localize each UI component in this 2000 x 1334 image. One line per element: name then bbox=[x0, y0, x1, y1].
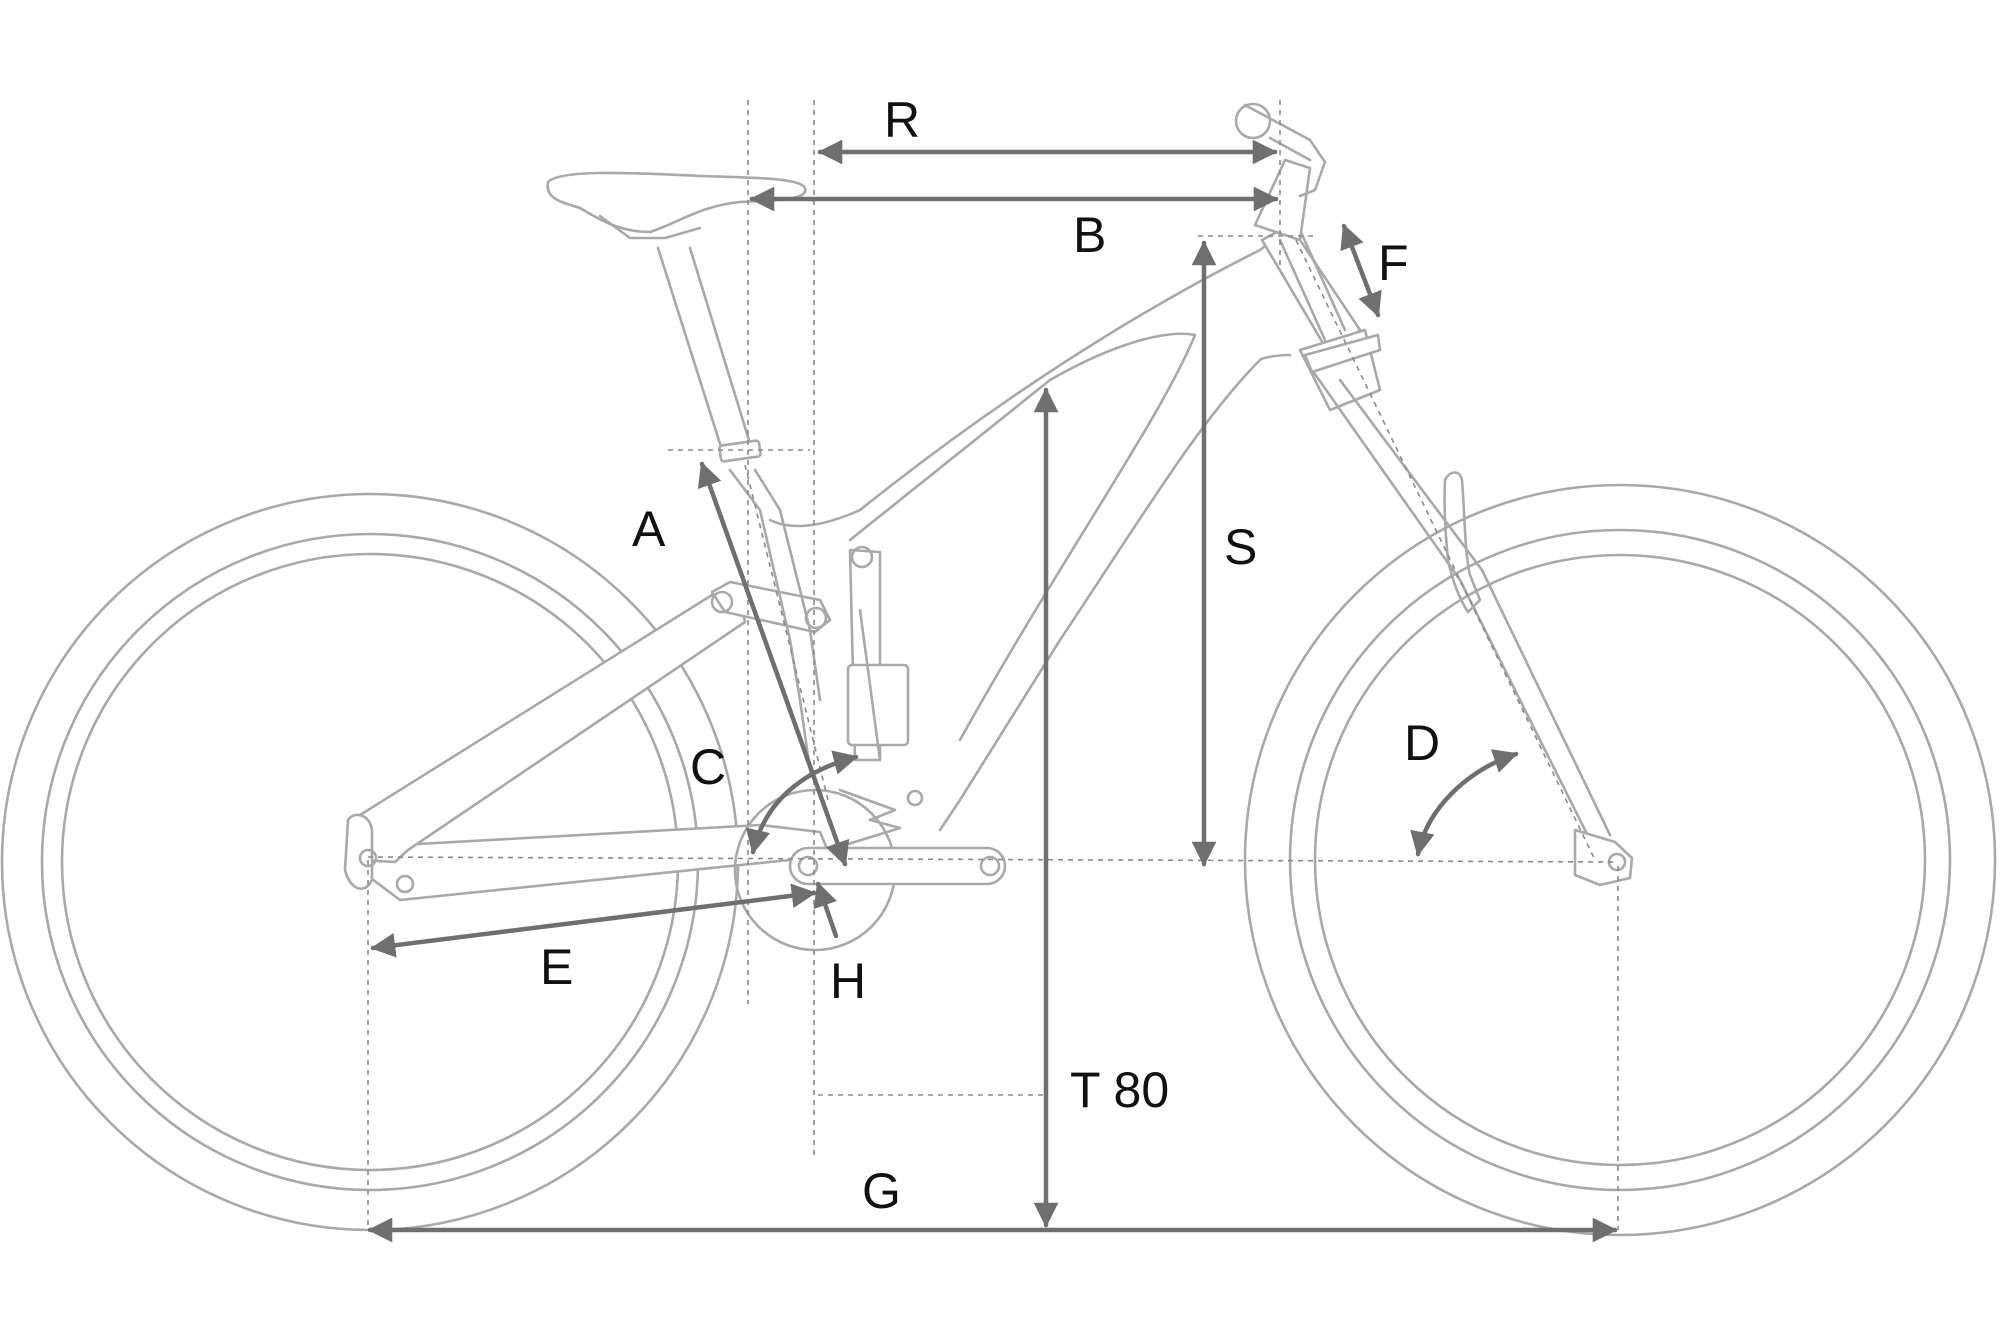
label-A: A bbox=[632, 501, 666, 557]
top-tube bbox=[768, 236, 1277, 528]
seatstay bbox=[350, 588, 747, 864]
handlebar bbox=[1243, 103, 1327, 198]
label-E: E bbox=[540, 939, 573, 995]
label-R: R bbox=[884, 92, 920, 148]
label-F: F bbox=[1378, 235, 1409, 291]
brake-caliper bbox=[1443, 471, 1482, 614]
dim-arrow-H bbox=[813, 881, 839, 939]
seatpost-clamp bbox=[718, 439, 762, 463]
shock-body bbox=[846, 663, 910, 747]
crank-arm bbox=[788, 846, 1007, 886]
dimension-labels: R B F S A C D E H T 80 G bbox=[540, 92, 1440, 1219]
label-S: S bbox=[1224, 519, 1257, 575]
label-B: B bbox=[1073, 207, 1106, 263]
label-D: D bbox=[1404, 715, 1440, 771]
label-T: T 80 bbox=[1070, 1062, 1169, 1118]
dim-arrow-C bbox=[745, 750, 859, 855]
saddle bbox=[546, 171, 807, 234]
rear-dropout bbox=[343, 813, 374, 890]
down-tube bbox=[938, 358, 1262, 832]
label-G: G bbox=[862, 1163, 901, 1219]
label-C: C bbox=[690, 739, 726, 795]
dimension-arrows bbox=[367, 139, 1618, 1243]
label-H: H bbox=[830, 953, 866, 1009]
bike-outline bbox=[0, 102, 1997, 1237]
dim-arrow-F bbox=[1340, 223, 1382, 318]
reference-lines bbox=[367, 100, 1619, 1230]
handlebar-grip bbox=[1234, 102, 1272, 140]
seatpost bbox=[656, 246, 754, 452]
seat-tube bbox=[728, 468, 824, 802]
dim-arrow-D bbox=[1410, 749, 1519, 857]
stem bbox=[1253, 158, 1312, 242]
fork-legs bbox=[1303, 358, 1612, 842]
dim-arrow-E bbox=[370, 883, 817, 958]
